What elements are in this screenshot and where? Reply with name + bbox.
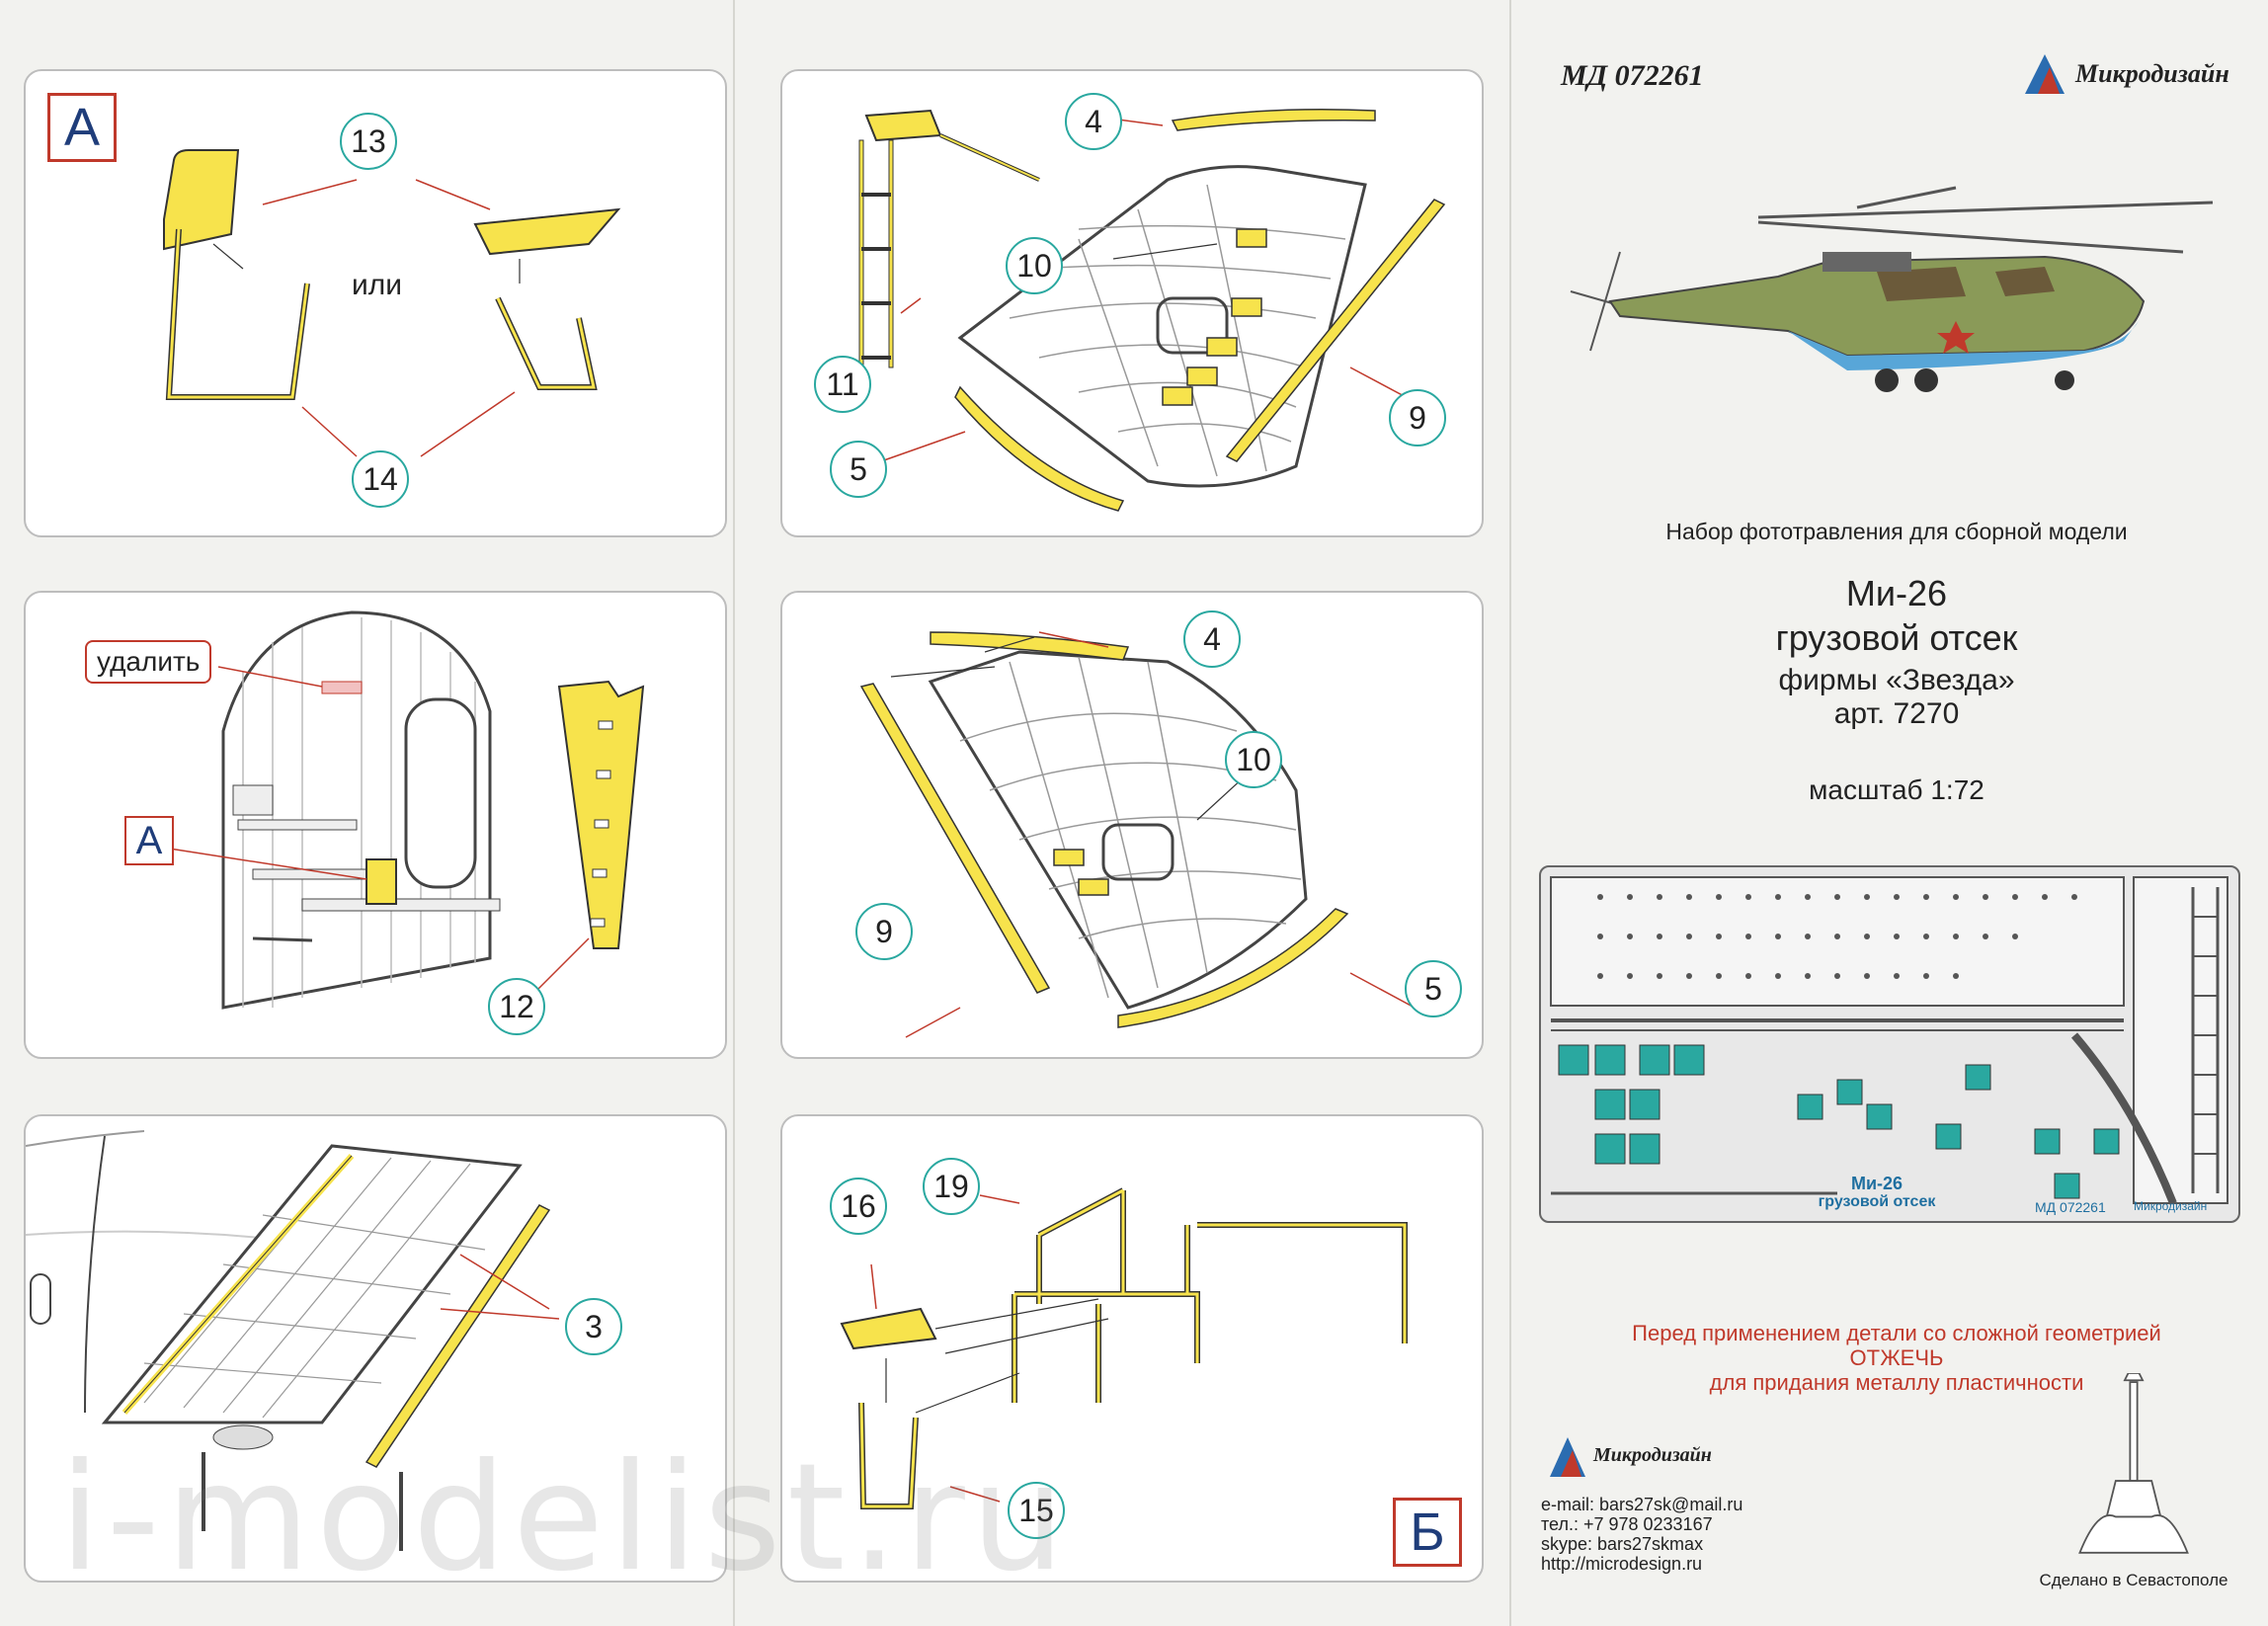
warning-line-2: ОТЖЕЧЬ — [1849, 1345, 1944, 1370]
step-panel-b: 16 19 15 Б — [780, 1114, 1484, 1583]
maker-name: фирмы «Звезда» — [1778, 664, 2015, 696]
part-label-13: 13 — [340, 113, 397, 170]
warning-line-3: для придания металлу пластичности — [1709, 1370, 2084, 1395]
contact-brand: Микродизайн — [1593, 1444, 1712, 1466]
fold-line-2 — [1509, 0, 1511, 1626]
part-label-9b: 9 — [855, 903, 913, 960]
step-panel-floor: 4 10 9 5 — [780, 591, 1484, 1059]
article-number: арт. 7270 — [1833, 697, 1960, 730]
step-badge-a-ref: А — [124, 816, 174, 865]
fret-brand: Микродизайн — [2134, 1199, 2208, 1213]
fret-label-2: грузовой отсек — [1818, 1193, 1936, 1210]
step-b-drawing — [840, 1187, 1408, 1509]
contact-email: e-mail: bars27sk@mail.ru — [1541, 1495, 1743, 1514]
product-code: МД 072261 — [1561, 59, 1704, 92]
brand-logo: Микродизайн — [2020, 49, 2229, 99]
part-label-15: 15 — [1008, 1482, 1065, 1539]
part-name: грузовой отсек — [1775, 617, 2018, 658]
contact-logo-mark — [1550, 1437, 1585, 1477]
step-floor-ladder-drawing — [858, 109, 1446, 512]
step-badge-a: А — [47, 93, 117, 162]
part-label-11: 11 — [814, 356, 871, 413]
step-bulkhead-drawing — [143, 610, 645, 1010]
step-a-drawing — [163, 149, 621, 457]
part-label-3: 3 — [565, 1298, 622, 1355]
part-label-4: 4 — [1065, 93, 1122, 150]
remove-note: удалить — [85, 640, 212, 684]
watermark: i-modelist.ru — [59, 1432, 1071, 1604]
kit-subtitle: Набор фототравления для сборной модели — [1665, 519, 2128, 544]
model-name: Ми-26 — [1845, 573, 1948, 613]
step-panel-a: А 13 14 или — [24, 69, 727, 537]
part-label-4b: 4 — [1183, 610, 1241, 668]
step-panel-floor-ladder: 4 10 11 5 9 — [780, 69, 1484, 537]
brand-logo-mark — [2025, 54, 2065, 94]
fret-image: Ми-26 грузовой отсек МД 072261 Микродиза… — [1539, 865, 2240, 1223]
fret-label-1: Ми-26 — [1850, 1174, 1904, 1193]
step-badge-b: Б — [1393, 1498, 1462, 1567]
part-label-14: 14 — [352, 450, 409, 508]
word-or: или — [352, 269, 403, 301]
step-ramp-drawing — [26, 1130, 560, 1551]
step-floor-drawing — [859, 631, 1416, 1038]
part-label-5b: 5 — [1405, 960, 1462, 1017]
monument-icon — [2078, 1373, 2189, 1554]
warning-line-1: Перед применением детали со сложной геом… — [1632, 1321, 2161, 1345]
helicopter-image — [1570, 186, 2214, 392]
fold-line-1 — [733, 0, 735, 1626]
contact-logo: Микродизайн — [1546, 1432, 1763, 1482]
fret-code: МД 072261 — [2035, 1199, 2106, 1215]
part-label-19: 19 — [923, 1158, 980, 1215]
part-label-10: 10 — [1006, 237, 1063, 294]
part-label-5: 5 — [830, 441, 887, 498]
made-in: Сделано в Севастополе — [2039, 1571, 2228, 1589]
part-label-10b: 10 — [1225, 731, 1282, 788]
step-panel-bulkhead: удалить А 12 — [24, 591, 727, 1059]
part-label-16: 16 — [830, 1178, 887, 1235]
fret-drawing — [1550, 876, 2228, 1205]
part-label-9: 9 — [1389, 389, 1446, 447]
scale-text: масштаб 1:72 — [1809, 774, 1984, 805]
contact-skype: skype: bars27skmax — [1541, 1534, 1704, 1554]
part-label-12: 12 — [488, 978, 545, 1035]
contact-phone: тел.: +7 978 0233167 — [1541, 1514, 1713, 1534]
brand-name: Микродизайн — [2075, 59, 2229, 88]
contact-url[interactable]: http://microdesign.ru — [1541, 1554, 1703, 1574]
step-panel-ramp: 3 — [24, 1114, 727, 1583]
